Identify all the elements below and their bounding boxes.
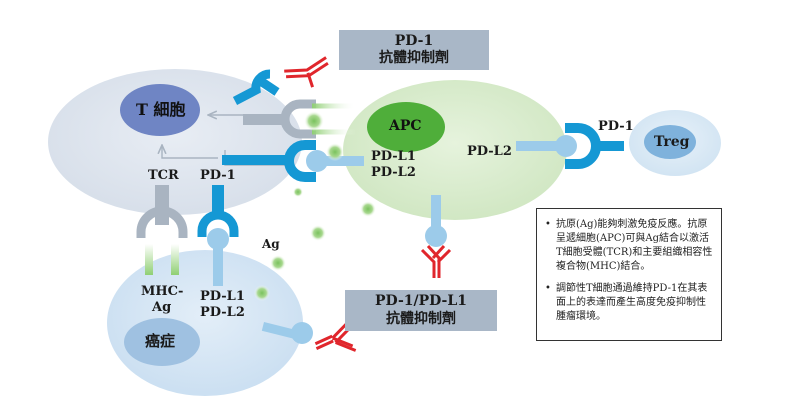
pdl2-apc-stem (516, 141, 562, 151)
antibody-pd1 (284, 56, 329, 88)
mhc-apc-fade (312, 103, 356, 135)
pdl1-cancer-right-stem (261, 322, 296, 339)
mhc-ag-arms (145, 244, 179, 275)
apc-nucleus (367, 102, 445, 152)
ag-dot (310, 225, 326, 241)
tcr-stem (155, 185, 169, 225)
pd1-treg-stem (594, 141, 624, 151)
pd1-inhibitor-box: PD-1 抗體抑制劑 (339, 30, 489, 70)
tcr-apc-cup (280, 99, 316, 139)
tcr-apc-stem (243, 114, 283, 125)
pdl1-apc-label: PD-L1 (371, 149, 416, 164)
pd1-inhibitor-title: PD-1 (394, 32, 434, 49)
pd1-tcell-label: PD-1 (200, 168, 236, 183)
pd1-tcell-bottom-stem (212, 185, 224, 218)
t-cell-label: T 細胞 (136, 100, 186, 119)
notes-box: 抗原(Ag)能夠刺激免疫反應。抗原呈遞細胞(APC)可與Ag結合以激活T細胞受體… (536, 208, 722, 341)
mhc-label: MHC- (141, 284, 184, 299)
mhc-label-2: Ag (152, 300, 172, 315)
notes-list: 抗原(Ag)能夠刺激免疫反應。抗原呈遞細胞(APC)可與Ag結合以激活T細胞受體… (545, 218, 713, 324)
pdl1-apc-stem (326, 156, 364, 166)
pdl1-inhibitor-subtitle: 抗體抑制劑 (386, 310, 456, 327)
ag-dot (270, 255, 286, 271)
pd1-treg-label: PD-1 (598, 119, 634, 134)
tcr-cup (136, 206, 188, 238)
pdl1-cancer-stem (213, 248, 223, 286)
pdl1-apc-down-head (425, 225, 447, 247)
treg-label: Treg (654, 134, 690, 150)
ag-dot (293, 187, 303, 197)
pdl1-apc-down-stem (431, 195, 441, 231)
signal-arrow-vertical (162, 145, 218, 159)
pdl1-cancer-head (207, 228, 229, 250)
ag-dot (360, 201, 376, 217)
pdl1-cancer-label-2: PD-L2 (200, 305, 245, 320)
ag-dot (304, 111, 324, 131)
pdl1-apc-label-2: PD-L2 (371, 165, 416, 180)
pd1-tcell-top-cup (232, 69, 271, 105)
pd1-tcell-mid-cup (284, 140, 316, 182)
ag-dot (326, 143, 344, 161)
pdl1-inhibitor-box: PD-1/PD-L1 抗體抑制劑 (345, 290, 497, 331)
pdl1-cancer-right-head (291, 322, 313, 344)
tcr-label: TCR (148, 168, 179, 183)
apc-label: APC (389, 118, 422, 134)
cancer-label: 癌症 (145, 332, 176, 350)
antibody-pdl1-apc (420, 244, 452, 278)
treg-nucleus (644, 125, 696, 159)
ag-dot (254, 285, 270, 301)
cancer-membrane (107, 250, 303, 396)
pdl2-apc-label: PD-L2 (467, 144, 512, 159)
pdl1-inhibitor-title: PD-1/PD-L1 (375, 293, 467, 309)
pd1-inhibitor-subtitle: 抗體抑制劑 (379, 50, 449, 66)
t-cell-membrane (48, 69, 302, 215)
pdl1-cancer-label: PD-L1 (200, 289, 245, 304)
cancer-nucleus (124, 318, 200, 366)
ag-label: Ag (262, 237, 280, 251)
antibody-pdl1-cancer (314, 321, 357, 352)
note-item: 抗原(Ag)能夠刺激免疫反應。抗原呈遞細胞(APC)可與Ag結合以激活T細胞受體… (545, 218, 713, 274)
note-item: 調節性T細胞通過維持PD-1在其表面上的表達而產生高度免疫抑制性腫瘤環境。 (545, 282, 713, 324)
pdl2-apc-head (555, 135, 577, 157)
pd1-tcell-top-arm (259, 78, 280, 96)
t-cell-nucleus (120, 84, 200, 136)
pd1-tcell-mid-stem (222, 155, 294, 165)
pdl1-apc-head (306, 150, 328, 172)
pd1-tcell-bottom-cup (197, 210, 239, 237)
